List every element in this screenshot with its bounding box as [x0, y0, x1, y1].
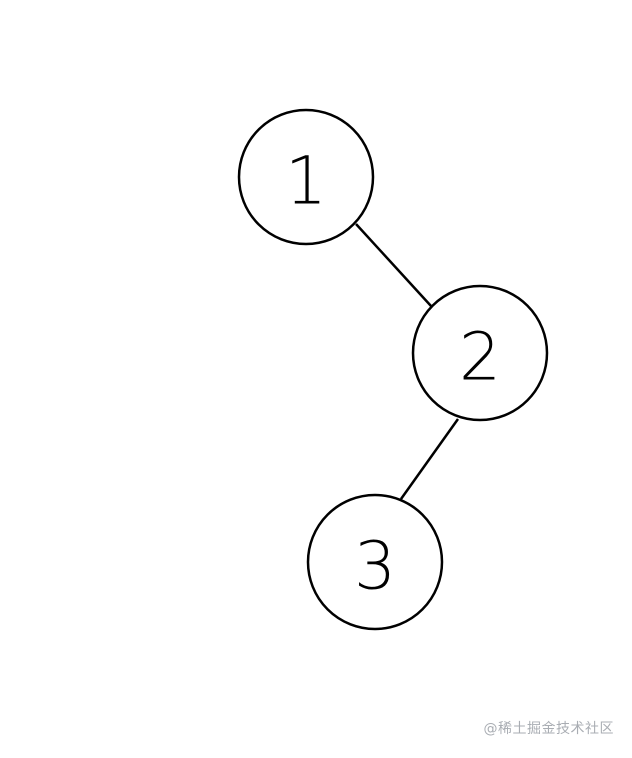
edge-1-2 [355, 223, 432, 307]
node-3-label: 3 [354, 528, 396, 605]
node-3-circle [306, 493, 444, 631]
tree-node-1: 1 [237, 108, 375, 246]
node-1-circle [237, 108, 375, 246]
watermark-text: @稀土掘金技术社区 [483, 721, 614, 737]
node-2-label: 2 [459, 319, 501, 396]
node-1-label: 1 [285, 143, 327, 220]
edge-2-3 [399, 418, 460, 500]
tree-node-2: 2 [411, 284, 549, 422]
tree-node-3: 3 [306, 493, 444, 631]
node-2-circle [411, 284, 549, 422]
